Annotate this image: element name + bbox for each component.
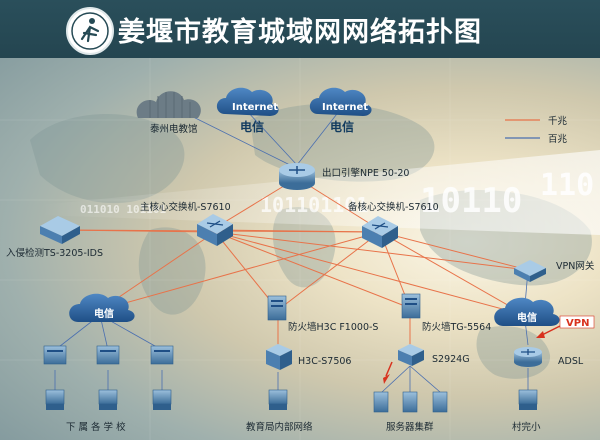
dianxin-cloud-icon-left [69,293,135,322]
ids-label: 入侵检测TS-3205-IDS [6,247,103,259]
school-switch-icon [43,345,67,365]
switch-s7506-label: H3C-S7506 [298,356,351,367]
internal-network-label: 教育局内部网络 [246,421,313,433]
taizhou-label: 泰州电教馆 [150,123,198,135]
internet-label-2: Internet [322,102,368,113]
server-icon [373,391,389,413]
dianxin-label-left: 电信 [94,307,114,320]
logo-icon [66,7,114,55]
schools-label: 下 属 各 学 校 [66,421,126,433]
firewall-tg-label: 防火墙TG-5564 [422,321,491,333]
legend-hundred-label: 百兆 [548,134,568,145]
adsl-label: ADSL [558,356,584,367]
egress-label: 出口引擎NPE 50-20 [322,167,409,179]
dianxin-cloud-icon-right [494,297,560,326]
vpn-gateway-icon [514,260,546,282]
switch-s7506-icon [266,344,292,370]
school-host-icon [45,389,65,410]
title-bar: 姜堰市教育城域网网络拓扑图 [0,0,600,58]
firewall-tg-icon [401,293,421,319]
server-icon [432,391,448,413]
internet-cloud-icon [309,87,372,116]
school-switch-icon [96,345,120,365]
internet-cloud-icon [216,87,279,116]
legend: 千兆 百兆 [505,116,568,145]
dianxin-label-top-2: 电信 [330,119,354,134]
page-title: 姜堰市教育城域网网络拓扑图 [118,17,482,48]
firewall-h3c-label: 防火墙H3C F1000-S [288,321,378,333]
hundred-mbit-links [54,102,529,393]
village-host-icon [518,389,538,410]
firewall-h3c-icon [267,295,287,321]
core-backup-label: 备核心交换机-S7610 [348,201,439,213]
dianxin-label-right: 电信 [517,311,537,324]
core-backup-switch-icon [362,216,398,248]
adsl-router-icon [514,347,542,367]
ids-device-icon [40,216,80,244]
school-host-icon [152,389,172,410]
vpn-tag-label: VPN [566,318,589,329]
core-main-label: 主核心交换机-S7610 [140,201,231,213]
binary-text-4: 110 [540,168,594,203]
internet-label-1: Internet [232,102,278,113]
dianxin-label-top-1: 电信 [240,119,264,134]
vpn-gateway-label: VPN网关 [556,260,595,272]
binary-text-2: 101101101 [260,193,368,217]
server-arrowhead-icon [383,374,390,384]
core-main-switch-icon [197,214,233,246]
school-host-icon [98,389,118,410]
binary-text-3: 10110 [420,181,522,221]
server-icon [402,391,418,413]
server-arrow-icon [385,361,393,377]
vpn-arrowhead-icon [536,331,545,338]
school-switch-icon [150,345,174,365]
egress-router-icon [279,163,315,190]
taizhou-cloud-icon [136,91,201,118]
switch-s2924-label: S2924G [432,354,470,365]
server-cluster-label: 服务器集群 [386,421,434,433]
legend-gigabit-label: 千兆 [548,116,568,127]
binary-text-1: 011010 101101 [80,203,166,216]
gigabit-links [59,177,529,350]
switch-s2924-icon [398,344,424,366]
internal-host-icon [268,389,288,410]
village-school-label: 村完小 [512,421,541,433]
vpn-red-tag [559,315,595,329]
